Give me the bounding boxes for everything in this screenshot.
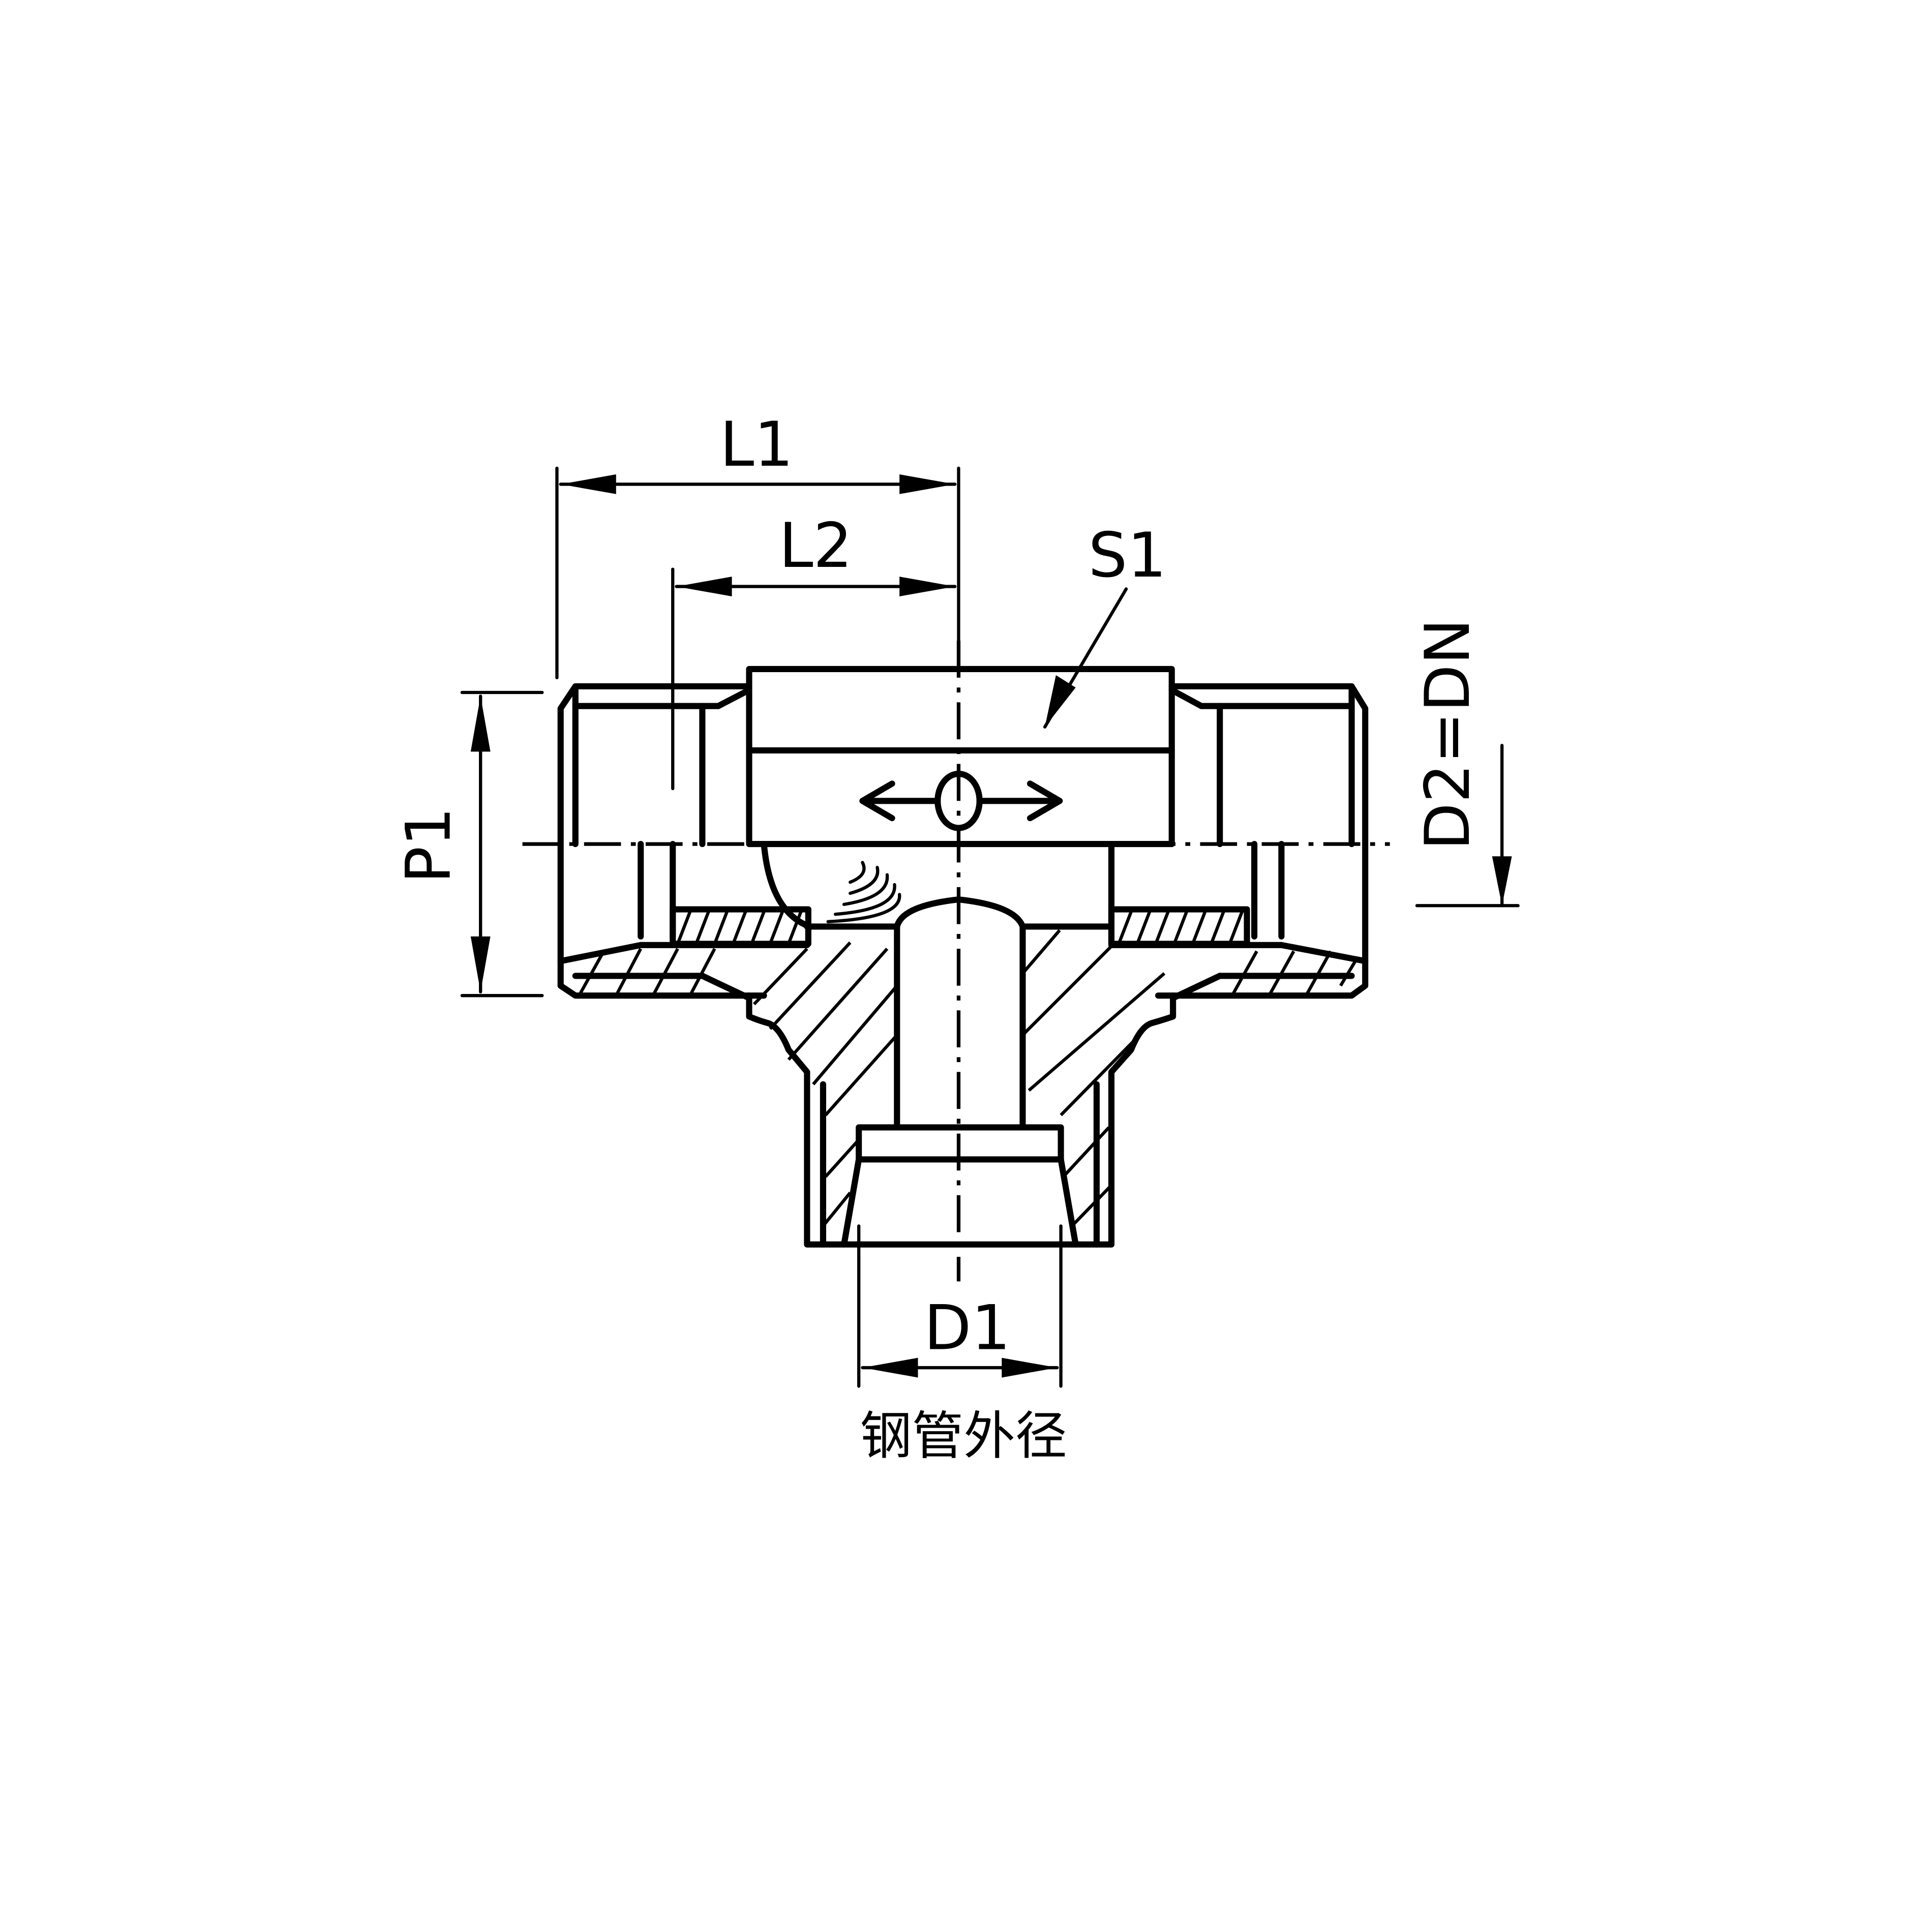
label-s1: S1 <box>1088 520 1166 591</box>
dimension-p1: P1 <box>393 690 544 998</box>
left-thread-end <box>557 683 811 1002</box>
right-thread-end <box>1108 683 1369 1002</box>
dimension-d1: D1 钢管外径 <box>857 1224 1067 1467</box>
dimension-l1: L1 <box>555 409 960 680</box>
label-l2: L2 <box>779 510 853 582</box>
label-d1-note: 钢管外径 <box>860 1407 1067 1467</box>
dimension-l2: L2 <box>671 510 957 791</box>
label-d1: D1 <box>924 1292 1010 1364</box>
branch-body <box>746 929 1176 1248</box>
label-p1: P1 <box>393 807 465 883</box>
hex-body <box>746 666 1175 848</box>
inner-bore <box>761 841 1115 1131</box>
label-l1: L1 <box>720 409 794 480</box>
dimension-d2: D2=DN <box>1412 618 1520 908</box>
label-d2: D2=DN <box>1412 618 1484 850</box>
leader-s1: S1 <box>1043 520 1166 729</box>
